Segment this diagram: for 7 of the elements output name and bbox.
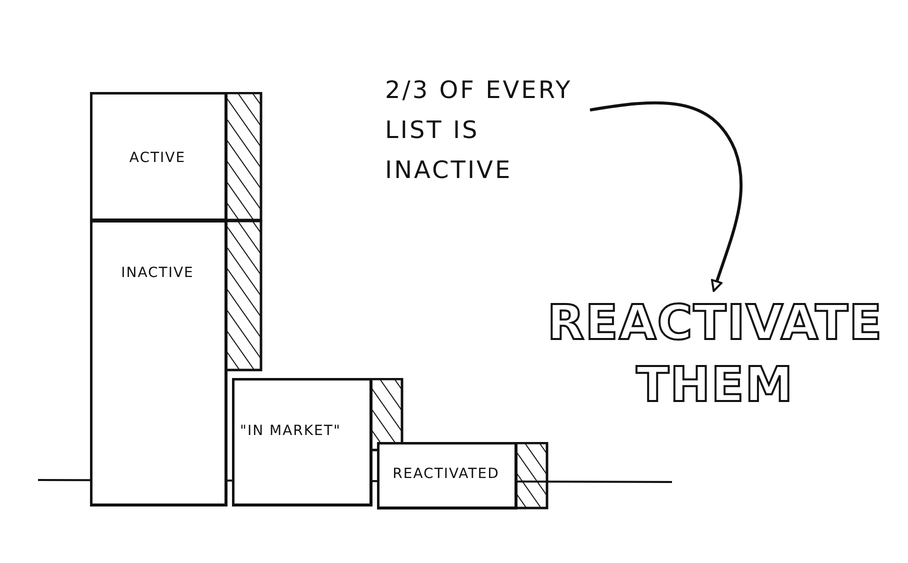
bar-label: REACTIVATED <box>392 466 500 482</box>
bar-label: "IN MARKET" <box>240 423 341 439</box>
headline-text: REACTIVATE THEM <box>546 294 884 415</box>
curved-arrow <box>590 101 743 292</box>
bar-label: INACTIVE <box>120 265 195 281</box>
bar-label: ACTIVE <box>128 150 187 166</box>
statement-text: 2/3 OF EVERY LIST IS INACTIVE <box>385 75 574 186</box>
